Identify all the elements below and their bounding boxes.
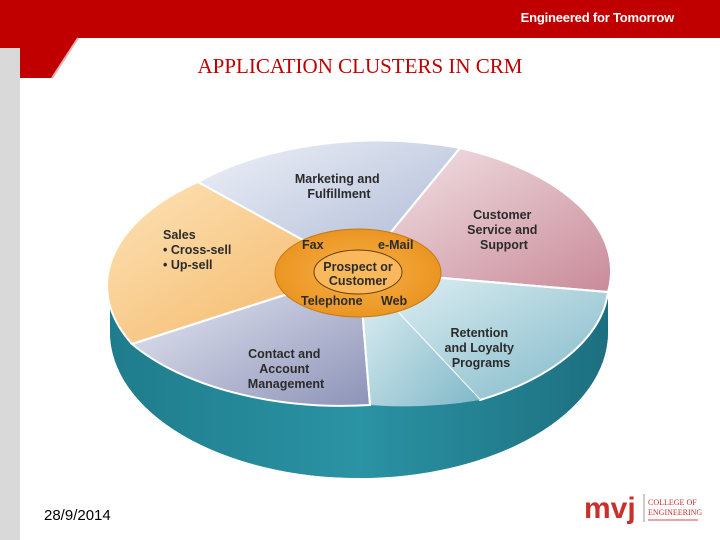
label-prospect: Prospect or bbox=[323, 260, 393, 274]
slide-date: 28/9/2014 bbox=[44, 507, 111, 524]
left-side-bar bbox=[0, 0, 20, 540]
label-marketing: Marketing and Fulfillment bbox=[295, 172, 383, 201]
label-retention: Retention and Loyalty Programs bbox=[445, 326, 518, 370]
label-web: Web bbox=[381, 294, 408, 308]
center-core bbox=[313, 249, 403, 295]
label-fax: Fax bbox=[302, 238, 324, 252]
label-contact: Contact and Account Management bbox=[248, 347, 325, 391]
label-email: e-Mail bbox=[378, 238, 413, 252]
label-sales: Sales • Cross-sell • Up-sell bbox=[163, 228, 235, 272]
segment-sales bbox=[106, 180, 362, 346]
label-customer-service: Customer Service and Support bbox=[467, 208, 541, 252]
label-telephone: Telephone bbox=[301, 294, 363, 308]
college-logo: mvj COLLEGE OF ENGINEERING bbox=[584, 492, 702, 525]
header-tagline: Engineered for Tomorrow bbox=[520, 10, 675, 25]
header-ribbon bbox=[0, 0, 720, 79]
logo-line2: ENGINEERING bbox=[648, 508, 702, 517]
slide-title: APPLICATION CLUSTERS IN CRM bbox=[197, 54, 523, 78]
label-customer: Customer bbox=[329, 274, 387, 288]
segment-marketing bbox=[195, 139, 462, 273]
logo-line1: COLLEGE OF bbox=[648, 498, 697, 507]
logo-mark: mvj bbox=[584, 492, 636, 525]
segment-retention bbox=[356, 269, 610, 402]
